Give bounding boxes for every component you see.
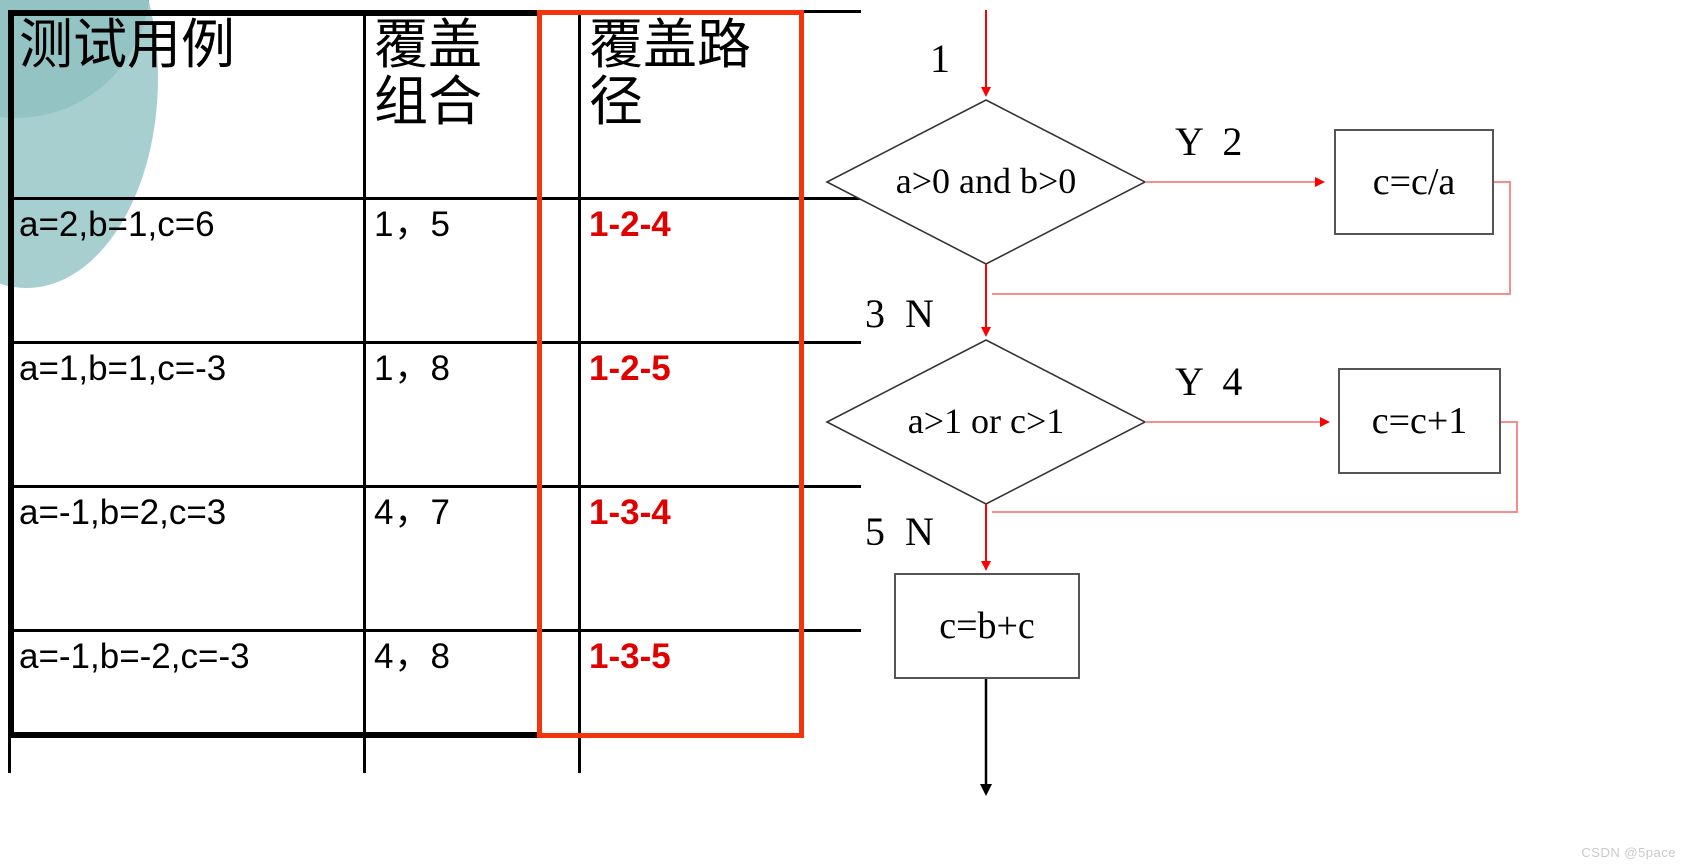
cell-combination: 4，7 [363, 485, 580, 631]
cell-case: a=-1,b=-2,c=-3 [8, 629, 365, 773]
watermark: CSDN @5pace [1581, 845, 1676, 860]
cell-path: 1-2-4 [578, 197, 861, 343]
table-row: a=-1,b=-2,c=-3 4，8 1-3-5 [8, 629, 861, 773]
edge-process1-loopback [992, 181, 1511, 295]
cell-path: 1-3-5 [578, 629, 861, 773]
program-flowchart: a>0 and b>0 a>1 or c>1 1 Y 2 3 N Y 4 5 N… [820, 0, 1688, 868]
table-header-combination: 覆盖 组合 [363, 10, 580, 199]
decision2-label: a>1 or c>1 [907, 401, 1065, 441]
decision1-label: a>0 and b>0 [895, 161, 1077, 201]
process2-box: c=c+1 [1338, 368, 1501, 474]
entry-label: 1 [930, 36, 950, 81]
cell-case: a=2,b=1,c=6 [8, 197, 365, 343]
process1-box: c=c/a [1334, 129, 1494, 235]
process2-label: c=c+1 [1371, 400, 1468, 442]
decision2-yes-label: Y 4 [1175, 359, 1243, 404]
table-header-row: 测试用例 覆盖 组合 覆盖路 径 [8, 10, 861, 199]
cell-combination: 4，8 [363, 629, 580, 773]
flowchart-edges [825, 10, 1518, 796]
decision1-yes-label: Y 2 [1175, 119, 1243, 164]
table-row: a=1,b=1,c=-3 1，8 1-2-5 [8, 341, 861, 487]
decision2-no-label: 5 N [865, 509, 934, 554]
cell-combination: 1，8 [363, 341, 580, 487]
table-row: a=-1,b=2,c=3 4，7 1-3-4 [8, 485, 861, 631]
cell-case: a=-1,b=2,c=3 [8, 485, 365, 631]
table-row: a=2,b=1,c=6 1，5 1-2-4 [8, 197, 861, 343]
process3-label: c=b+c [939, 605, 1035, 647]
process3-box: c=b+c [894, 573, 1080, 679]
table-header-case: 测试用例 [8, 10, 365, 199]
test-case-table-wrapper: 测试用例 覆盖 组合 覆盖路 径 a=2,b=1,c=6 1，5 1-2-4 a… [8, 10, 861, 773]
decision1-no-label: 3 N [865, 291, 934, 336]
test-case-coverage-table: 测试用例 覆盖 组合 覆盖路 径 a=2,b=1,c=6 1，5 1-2-4 a… [8, 10, 861, 773]
table-header-path: 覆盖路 径 [578, 10, 861, 199]
process1-label: c=c/a [1372, 161, 1456, 203]
cell-path: 1-3-4 [578, 485, 861, 631]
cell-case: a=1,b=1,c=-3 [8, 341, 365, 487]
edge-process2-loopback [992, 421, 1518, 513]
cell-combination: 1，5 [363, 197, 580, 343]
cell-path: 1-2-5 [578, 341, 861, 487]
